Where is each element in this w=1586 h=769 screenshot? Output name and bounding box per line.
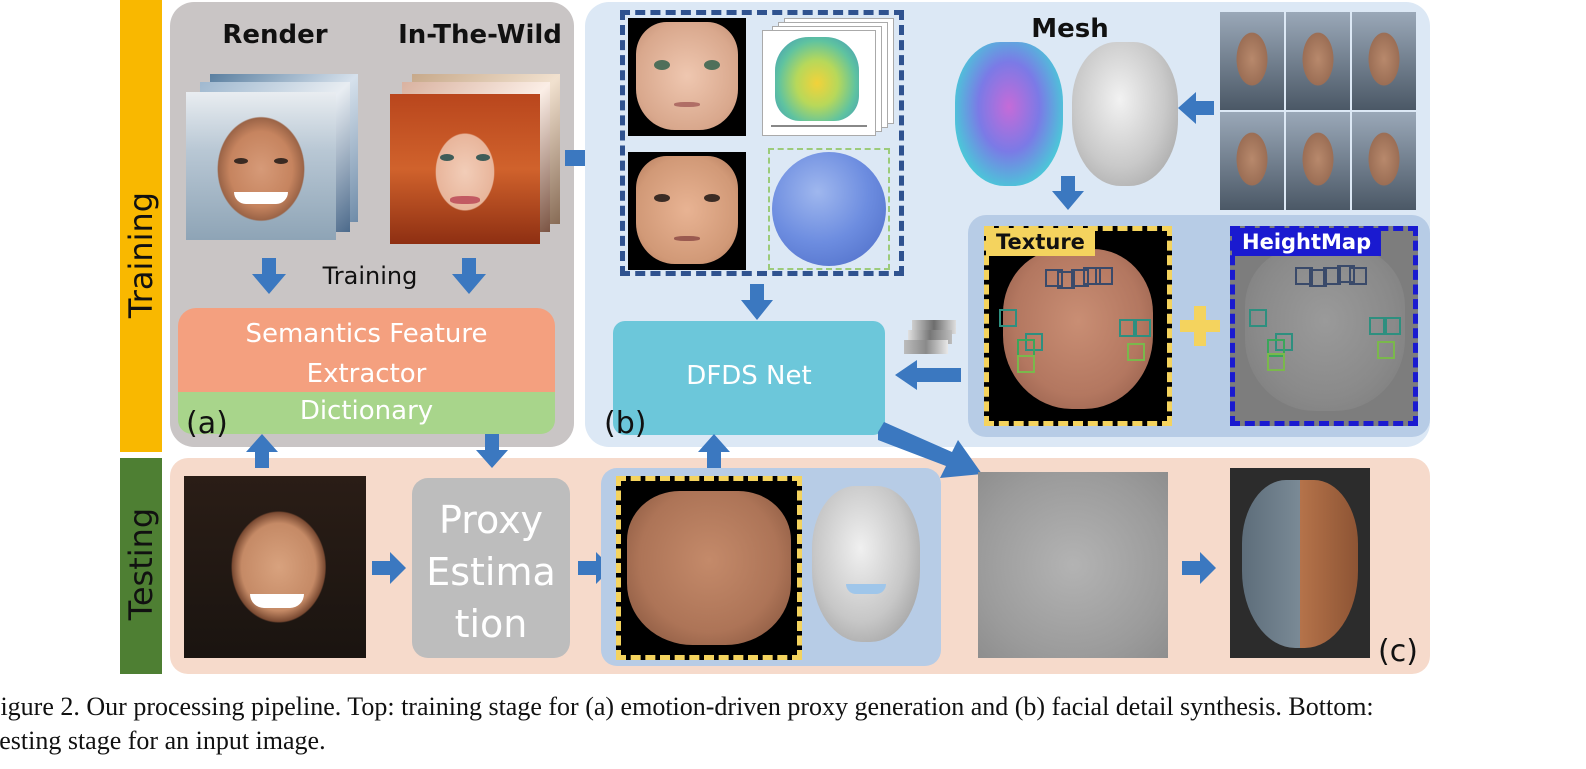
texture-face-image [1003, 249, 1153, 409]
texture-patch-boxes [999, 267, 1151, 373]
in-the-wild-label: In-The-Wild [398, 20, 562, 50]
arrow-right-to-result-icon [1182, 552, 1216, 584]
training-stage-bar [120, 0, 162, 452]
training-flow-label: Training [322, 262, 418, 290]
test-texture-box [616, 476, 802, 660]
proxy-estimation-box: Proxy Estimation [412, 478, 570, 658]
render-label: Render [222, 20, 328, 50]
panel-c-label: (c) [1378, 634, 1418, 669]
dfds-net-box: DFDS Net [613, 321, 885, 435]
training-stage-label: Training [122, 191, 160, 319]
arrow-left-into-dfds-icon [895, 360, 961, 390]
arrow-down-render-icon [252, 258, 286, 294]
arrow-diagonal-to-output-icon [878, 422, 982, 478]
render-image-stack [186, 74, 361, 244]
depth-plot-stack [762, 18, 894, 136]
heightmap-label: HeightMap [1232, 228, 1382, 256]
plus-icon [1180, 306, 1220, 346]
testing-stage-label: Testing [122, 507, 160, 621]
caption-line-1: Figure 2. Our processing pipeline. Top: … [0, 692, 1374, 721]
texture-map-image-2 [628, 152, 746, 270]
panel-a-label: (a) [186, 406, 228, 441]
arrow-up-to-dictionary-icon [246, 434, 278, 468]
heightmap-patch-boxes [1249, 265, 1401, 371]
texture-map-image-1 [628, 18, 746, 136]
extractor-label: Semantics Feature Extractor [245, 319, 488, 389]
final-result-image [1230, 468, 1370, 658]
input-photo [184, 476, 366, 658]
arrow-right-to-proxy-icon [372, 552, 406, 584]
arrow-down-to-proxy-icon [476, 434, 508, 468]
arrow-left-to-mesh-icon [1178, 92, 1214, 124]
texture-label: Texture [986, 228, 1095, 256]
dfds-net-label: DFDS Net [686, 361, 812, 391]
output-heightmap [978, 472, 1168, 658]
arrow-down-to-dfds-icon [741, 284, 773, 320]
test-texture-face [627, 491, 791, 645]
dictionary-box: Dictionary [178, 392, 555, 434]
panel-b-label: (b) [604, 406, 647, 441]
training-input-group [620, 10, 904, 276]
grey-mesh-face [1072, 42, 1178, 186]
proxy-estimation-label: Proxy Estimation [426, 498, 556, 646]
sphere-image [772, 152, 886, 266]
patch-thumbnails [904, 320, 960, 356]
render-face-image [186, 92, 336, 240]
mesh-label: Mesh [1031, 14, 1109, 44]
sphere-box [768, 148, 890, 270]
arrow-down-from-mesh-icon [1052, 176, 1084, 210]
semantics-feature-extractor-box: Semantics Feature Extractor [178, 308, 555, 408]
testing-stage-bar [120, 458, 162, 674]
wild-image-stack [390, 74, 565, 246]
caption-line-2: testing stage for an input image. [0, 726, 326, 755]
normal-map-face [955, 42, 1063, 186]
dictionary-label: Dictionary [299, 396, 434, 426]
wild-face-image [390, 94, 540, 244]
arrow-down-wild-icon [452, 258, 486, 294]
multi-view-photos [1220, 12, 1416, 212]
arrow-up-to-dfds-icon [698, 434, 730, 468]
proxy-mesh-face [812, 486, 920, 642]
